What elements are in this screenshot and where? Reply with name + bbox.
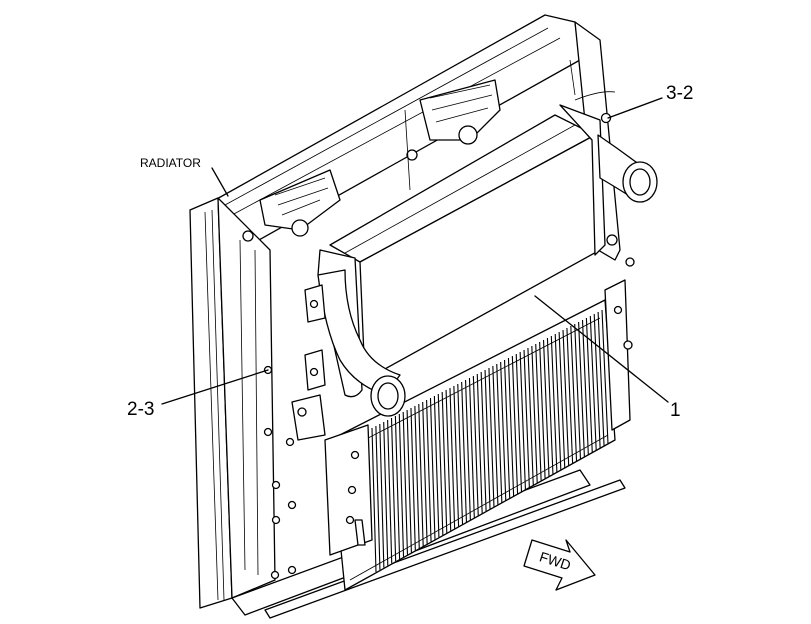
condenser-fin — [581, 319, 589, 455]
condenser-fin — [468, 377, 475, 518]
condenser-fin — [437, 393, 444, 536]
condenser-fin — [414, 405, 420, 549]
condenser-fin — [574, 323, 582, 460]
condenser-fin — [515, 353, 523, 492]
condenser-fin — [429, 397, 436, 540]
condenser-fin — [570, 325, 578, 462]
condenser-fin — [562, 329, 570, 466]
condenser-fin — [480, 371, 487, 512]
condenser-fin — [441, 391, 448, 533]
part-2-3-label: 2-3 — [127, 399, 154, 420]
condenser-fin — [542, 339, 550, 477]
condenser-side-bracket — [291, 234, 635, 556]
condenser-fin — [566, 327, 574, 464]
condenser-fin — [379, 423, 385, 568]
condenser-fin — [496, 363, 503, 503]
condenser-fin — [410, 407, 416, 551]
condenser-fin — [383, 421, 389, 566]
condenser-fin — [406, 409, 412, 553]
condenser-fin — [402, 411, 409, 555]
condenser-fin — [472, 375, 479, 516]
forward-arrow-icon: FWD — [523, 539, 596, 591]
condenser-fin — [375, 425, 381, 570]
condenser-fin — [503, 359, 511, 499]
condenser-fin — [394, 415, 401, 559]
part-1-label: 1 — [670, 400, 681, 421]
condenser-fin — [593, 313, 601, 449]
condenser-fin — [523, 349, 530, 488]
radiator-leader — [211, 167, 229, 197]
condenser-fin — [418, 403, 424, 546]
leader-lines — [161, 97, 669, 405]
part-2-3-leader — [161, 369, 269, 405]
part-3-2-leader — [607, 97, 663, 119]
condenser-fin — [554, 333, 562, 471]
condenser-fin — [484, 369, 491, 510]
part-3-2-label: 3-2 — [666, 83, 693, 104]
condenser-fin — [550, 335, 558, 473]
condenser-fin — [426, 399, 432, 542]
condenser-fin — [597, 311, 605, 447]
condenser-fin — [589, 315, 597, 451]
condenser-fin — [371, 427, 377, 573]
condenser-fin — [433, 395, 440, 538]
condenser-fin — [457, 383, 464, 525]
condenser-fin — [387, 419, 393, 564]
condenser-fin — [488, 367, 495, 507]
condenser-fin — [585, 317, 593, 453]
condenser-fin — [531, 345, 538, 484]
condenser-fin — [461, 381, 467, 523]
condenser-fin — [453, 385, 460, 527]
condenser-fin — [398, 413, 405, 557]
condenser-fin — [511, 355, 519, 494]
condenser-fin — [558, 331, 566, 468]
condenser-fin — [449, 387, 456, 529]
condenser-fin — [500, 361, 507, 501]
condenser-fin — [445, 389, 452, 531]
condenser-fin — [492, 365, 499, 505]
radiator-label: RADIATOR — [140, 156, 201, 170]
aftercooler-core — [304, 91, 658, 417]
condenser-fin — [578, 321, 585, 458]
condenser-fin — [601, 309, 609, 445]
condenser-fin — [539, 341, 546, 479]
condenser-fin — [546, 337, 554, 475]
condenser-fin — [507, 357, 515, 497]
condenser-fin — [390, 417, 397, 562]
condenser-fin — [476, 373, 483, 514]
condenser-fin — [527, 347, 534, 486]
part-1-leader — [534, 295, 669, 403]
condenser-fin — [519, 351, 526, 490]
condenser-fins — [371, 309, 609, 573]
condenser-fin — [422, 401, 428, 544]
condenser-fin — [535, 343, 542, 481]
condenser-fin — [465, 379, 471, 520]
